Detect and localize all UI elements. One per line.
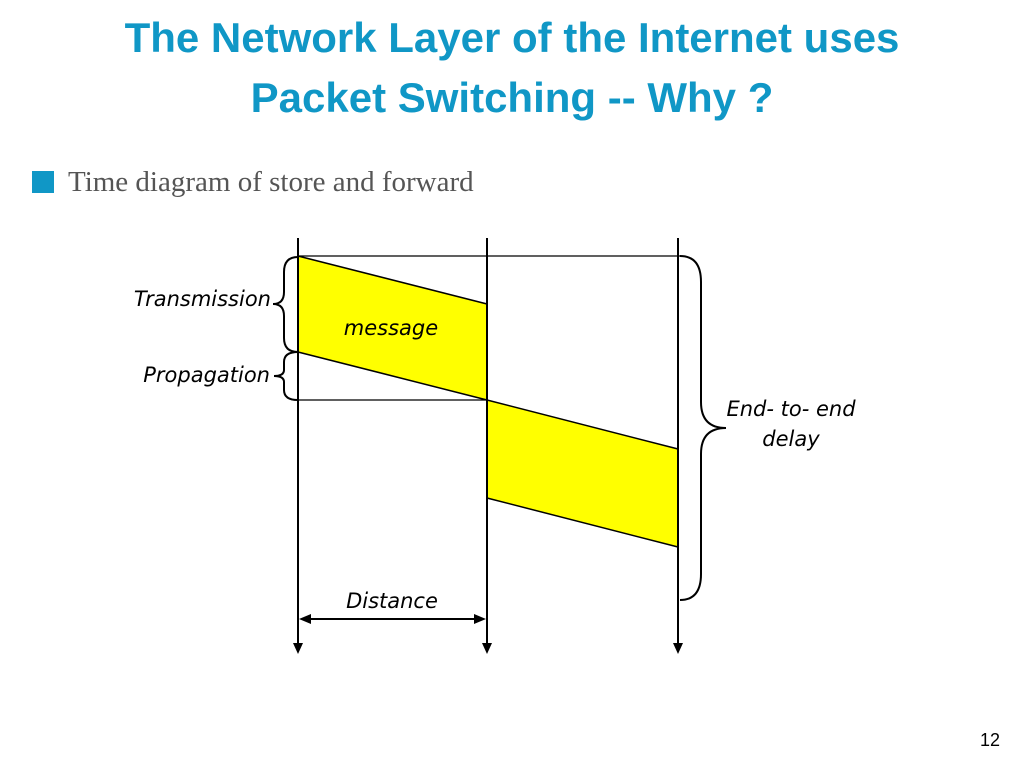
end-to-end-label-line-2: delay: [762, 427, 820, 451]
node-axis-router-arrow-icon: [482, 643, 492, 654]
bullet-text: Time diagram of store and forward: [68, 165, 474, 198]
bullet-item: Time diagram of store and forward: [32, 164, 474, 200]
distance-arrow-right-icon: [474, 614, 486, 624]
slide-title: The Network Layer of the Internet uses P…: [0, 8, 1024, 128]
bullet-square-icon: [32, 171, 54, 193]
propagation-brace-icon: [273, 351, 299, 401]
page-number: 12: [979, 730, 1000, 750]
node-axis-source-arrow-icon: [293, 643, 303, 654]
slide-title-line-2: Packet Switching -- Why ?: [250, 74, 774, 121]
message-label: message: [344, 316, 438, 340]
node-axis-destination-arrow-icon: [673, 643, 683, 654]
slide-title-line-1: The Network Layer of the Internet uses: [124, 14, 900, 61]
transmission-brace-icon: [272, 256, 299, 353]
end-to-end-brace-icon: [679, 255, 727, 601]
transmission-label: Transmission: [134, 287, 271, 311]
end-to-end-label-line-1: End- to- end: [726, 397, 856, 421]
distance-arrow-left-icon: [299, 614, 311, 624]
packet-hop-2: [486, 399, 679, 548]
distance-label: Distance: [346, 589, 438, 613]
propagation-label: Propagation: [143, 363, 270, 387]
